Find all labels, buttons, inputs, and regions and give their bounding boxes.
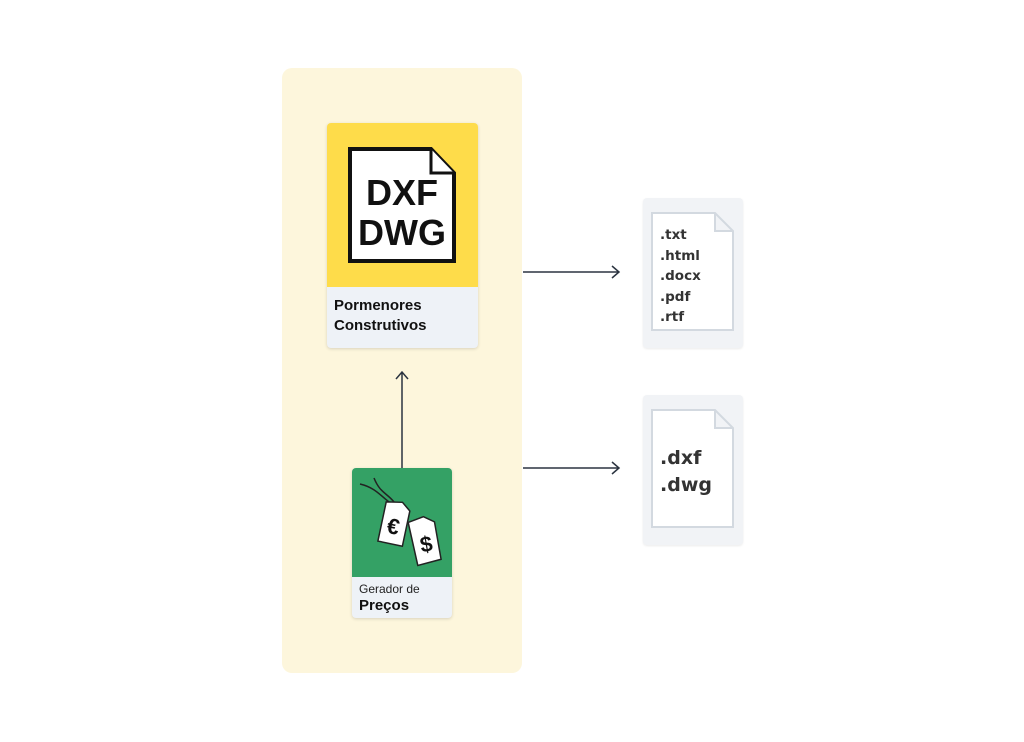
ext-rtf: .rtf xyxy=(660,309,685,325)
text-formats-output: .txt .html .docx .pdf .rtf xyxy=(643,198,743,348)
euro-symbol: € xyxy=(385,513,402,540)
card-title-line1: Gerador de xyxy=(359,582,420,596)
dwg-label: DWG xyxy=(358,212,446,253)
price-tags-icon: € $ xyxy=(359,477,442,567)
arrow-to-cad-formats xyxy=(523,461,621,475)
card-title-line1: Pormenores xyxy=(334,297,422,314)
card-title-line2: Construtivos xyxy=(334,317,427,334)
file-icon xyxy=(651,409,734,528)
arrow-to-text-formats xyxy=(523,265,621,279)
ext-dwg: .dwg xyxy=(660,474,712,496)
cad-formats-output: .dxf .dwg xyxy=(643,395,743,545)
ext-pdf: .pdf xyxy=(660,288,691,305)
ext-txt: .txt xyxy=(660,227,687,243)
ext-docx: .docx xyxy=(660,268,701,284)
dollar-symbol: $ xyxy=(418,531,434,558)
gerador-de-precos-card[interactable]: € $ Gerador de Preços xyxy=(352,468,452,618)
file-icon xyxy=(651,212,734,331)
ext-html: .html xyxy=(660,247,700,264)
dxf-label: DXF xyxy=(366,172,438,213)
card-title-line2: Preços xyxy=(359,597,410,614)
ext-dxf: .dxf xyxy=(660,447,702,469)
dxf-dwg-file-icon: DXF DWG xyxy=(348,147,456,263)
arrow-up xyxy=(395,370,409,468)
